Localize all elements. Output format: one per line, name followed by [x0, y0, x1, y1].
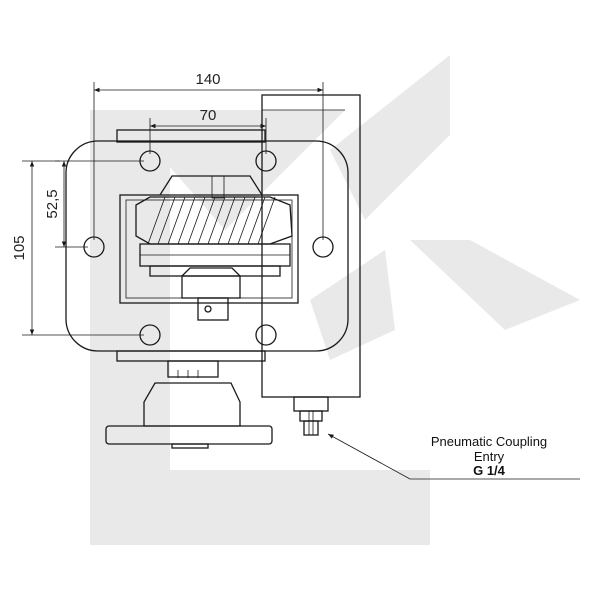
callout-leader — [327, 433, 580, 480]
dimension-hole-spacing-horizontal: 70 — [149, 107, 267, 154]
output-flange — [105, 360, 273, 449]
dimension-hole-spacing-vertical: 52,5 — [44, 160, 144, 248]
gear-teeth — [147, 196, 276, 245]
dimension-height-label: 105 — [11, 235, 28, 260]
dimension-height: 105 — [11, 160, 144, 336]
dimension-hole-spacing-vertical-label: 52,5 — [44, 189, 61, 218]
watermark — [90, 55, 580, 545]
callout-line-2: Entry — [474, 449, 505, 464]
gear-mechanism — [119, 175, 299, 321]
callout-line-3: G 1/4 — [473, 463, 506, 478]
dimension-hole-spacing-horizontal-label: 70 — [200, 107, 217, 124]
dimension-width: 140 — [93, 71, 324, 240]
mounting-hole — [255, 324, 277, 346]
callout-line-1: Pneumatic Coupling — [431, 434, 547, 449]
pneumatic-fitting — [293, 396, 329, 436]
dimension-width-label: 140 — [195, 71, 220, 88]
